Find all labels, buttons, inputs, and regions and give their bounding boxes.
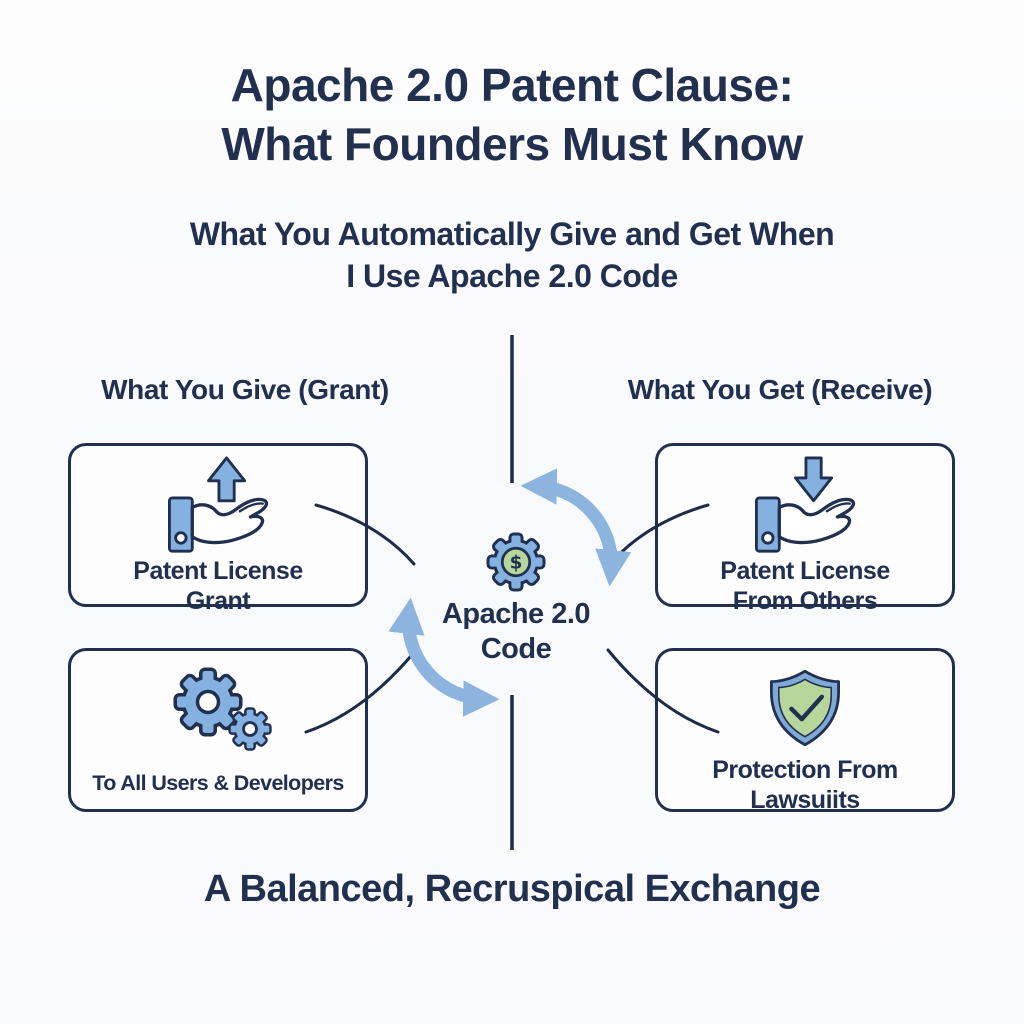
box-label-line-1: To All Users & Developers bbox=[92, 771, 344, 796]
all-users-developers-box: To All Users & Developers bbox=[68, 648, 368, 812]
box-label-line-2: Lawsuiits bbox=[750, 786, 860, 814]
dollar-sign: $ bbox=[510, 552, 523, 573]
apache-code-center-node: $ Apache 2.0 Code bbox=[386, 530, 646, 668]
page-title: Apache 2.0 Patent Clause: What Founders … bbox=[0, 56, 1024, 174]
box-label-line-1: Patent License bbox=[133, 557, 303, 585]
hand-give-up-arrow-icon bbox=[155, 456, 281, 556]
center-label-line-2: Code bbox=[480, 633, 552, 666]
box-label-line-2: Grant bbox=[185, 587, 251, 615]
gears-icon bbox=[153, 661, 283, 758]
give-column-header: What You Give (Grant) bbox=[101, 374, 389, 405]
gear-dollar-icon: $ bbox=[486, 532, 546, 592]
hand-receive-down-arrow-icon bbox=[742, 456, 868, 556]
box-label: To All Users & Developers bbox=[92, 771, 344, 797]
subtitle-line-2: I Use Apache 2.0 Code bbox=[346, 257, 678, 294]
box-label-line-1: Protection From bbox=[712, 756, 898, 784]
center-label: Apache 2.0 Code bbox=[441, 597, 591, 668]
shield-check-icon bbox=[761, 661, 849, 755]
box-label: Protection From Lawsuiits bbox=[712, 755, 898, 815]
box-label: Patent License From Others bbox=[720, 556, 890, 616]
receive-column-header: What You Get (Receive) bbox=[627, 374, 933, 405]
box-label-line-1: Patent License bbox=[720, 557, 890, 585]
box-label: Patent License Grant bbox=[133, 556, 303, 616]
title-line-2: What Founders Must Know bbox=[221, 117, 803, 170]
page-tagline: A Balanced, Recruspical Exchange bbox=[203, 868, 821, 910]
patent-license-grant-box: Patent License Grant bbox=[68, 443, 368, 615]
center-label-line-1: Apache 2.0 bbox=[441, 598, 591, 630]
title-line-1: Apache 2.0 Patent Clause: bbox=[230, 59, 794, 111]
protection-from-lawsuits-box: Protection From Lawsuiits bbox=[655, 648, 955, 815]
page-subtitle: What You Automatically Give and Get When… bbox=[0, 214, 1024, 297]
box-label-line-2: From Others bbox=[732, 587, 878, 615]
subtitle-line-1: What You Automatically Give and Get When bbox=[189, 216, 835, 252]
patent-license-from-others-box: Patent License From Others bbox=[655, 443, 955, 615]
